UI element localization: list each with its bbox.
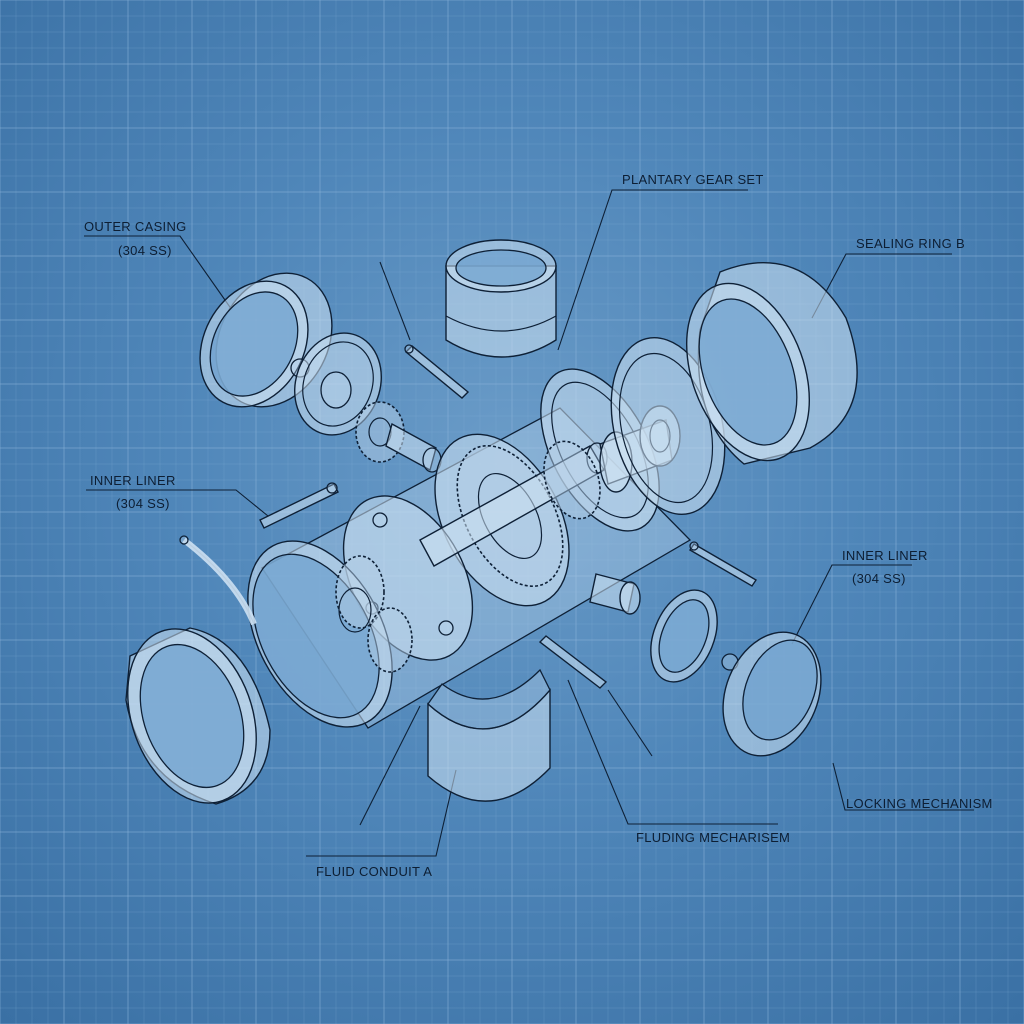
- label-fluid-conduit-a: FLUID CONDUIT A: [316, 864, 433, 879]
- label-planetary-gear-set: PLANTARY GEAR SET: [622, 172, 764, 187]
- plug-cap: [589, 573, 641, 615]
- sealing-ring-b: [685, 262, 858, 465]
- input-gear: [355, 401, 442, 473]
- outer-ring-bottom-left: [125, 627, 271, 805]
- label-inner-liner-left: INNER LINER: [90, 473, 176, 488]
- label-sealing-ring-b: SEALING RING B: [856, 236, 965, 251]
- leader-inner-liner-right: [791, 564, 912, 645]
- leader-lines: [84, 189, 974, 857]
- label-outer-casing-material: (304 SS): [118, 243, 172, 258]
- pin-bottom: [538, 635, 608, 689]
- leader-outer-casing: [84, 235, 233, 311]
- inner-liner-ring-right: [721, 631, 822, 757]
- pin-left: [259, 482, 339, 529]
- leader-locking-mechanism: [832, 762, 974, 811]
- label-inner-liner-left-material: (304 SS): [116, 496, 170, 511]
- leader-pin-bottom: [607, 689, 653, 757]
- half-sleeve: [427, 668, 551, 802]
- o-ring: [650, 589, 718, 683]
- leader-pin-top: [379, 261, 411, 341]
- flange-disc: [294, 332, 382, 436]
- pin-right: [689, 541, 757, 587]
- label-outer-casing: OUTER CASING: [84, 219, 187, 234]
- top-sleeve: [445, 239, 557, 358]
- leader-inner-liner-left: [86, 489, 269, 517]
- leader-fluid-mechanism: [567, 679, 778, 825]
- label-fluid-mechanism: FLUDING MECHARISEM: [636, 830, 791, 845]
- bent-tube: [179, 535, 257, 626]
- label-locking-mechanism: LOCKING MECHANISM: [846, 796, 993, 811]
- pin-top: [404, 344, 470, 399]
- leader-planetary-gear-set: [557, 189, 748, 351]
- leader-lower-left: [359, 705, 421, 826]
- label-inner-liner-right-material: (304 SS): [852, 571, 906, 586]
- leader-fluid-conduit-a: [306, 769, 457, 857]
- label-inner-liner-right: INNER LINER: [842, 548, 928, 563]
